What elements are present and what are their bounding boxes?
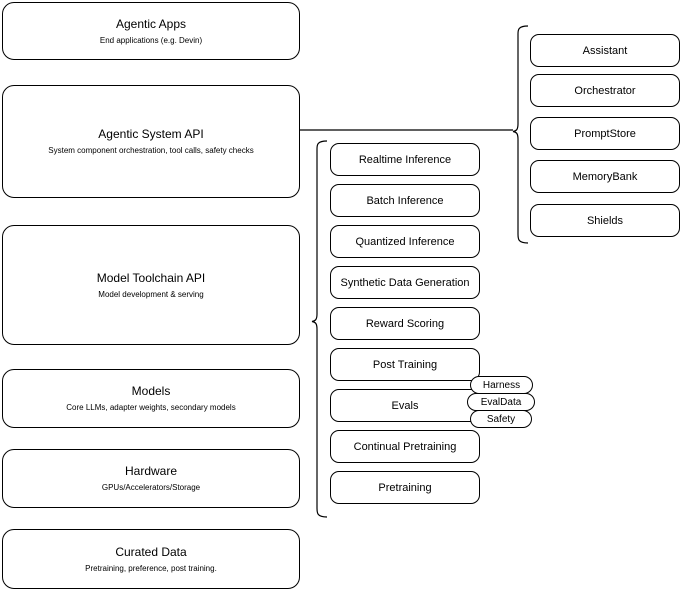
capability-box-synthetic-data-generation[interactable]: Synthetic Data Generation [330, 266, 480, 299]
eval-pill-safety[interactable]: Safety [470, 410, 532, 428]
layer-title: Agentic System API [98, 127, 204, 141]
brace-toolchain-capabilities [311, 140, 328, 518]
layer-subtitle: Pretraining, preference, post training. [85, 563, 217, 573]
capability-label: Quantized Inference [355, 235, 455, 248]
eval-pill-evaldata[interactable]: EvalData [467, 393, 535, 411]
layer-box-curated-data[interactable]: Curated Data Pretraining, preference, po… [2, 529, 300, 589]
component-label: MemoryBank [572, 170, 638, 183]
layer-title: Hardware [124, 464, 178, 478]
layer-title: Models [131, 384, 171, 398]
capability-box-pretraining[interactable]: Pretraining [330, 471, 480, 504]
component-label: PromptStore [574, 127, 636, 140]
capability-label: Continual Pretraining [353, 440, 457, 453]
capability-label: Reward Scoring [365, 317, 445, 330]
capability-label: Pretraining [378, 481, 432, 494]
layer-box-agentic-system-api[interactable]: Agentic System API System component orch… [2, 85, 300, 198]
layer-box-hardware[interactable]: Hardware GPUs/Accelerators/Storage [2, 449, 300, 508]
capability-box-reward-scoring[interactable]: Reward Scoring [330, 307, 480, 340]
layer-subtitle: System component orchestration, tool cal… [48, 146, 254, 155]
capability-box-realtime-inference[interactable]: Realtime Inference [330, 143, 480, 176]
eval-pill-label: Safety [486, 413, 516, 425]
layer-subtitle: GPUs/Accelerators/Storage [101, 483, 201, 492]
capability-box-batch-inference[interactable]: Batch Inference [330, 184, 480, 217]
layer-box-model-toolchain-api[interactable]: Model Toolchain API Model development & … [2, 225, 300, 345]
component-box-assistant[interactable]: Assistant [530, 34, 680, 67]
capability-label: Realtime Inference [358, 153, 452, 166]
layer-title: Model Toolchain API [96, 270, 206, 285]
component-box-promptstore[interactable]: PromptStore [530, 117, 680, 150]
component-label: Shields [586, 214, 624, 227]
capability-label: Synthetic Data Generation [340, 276, 470, 289]
capability-box-continual-pretraining[interactable]: Continual Pretraining [330, 430, 480, 463]
brace-system-components [512, 25, 529, 244]
capability-box-evals[interactable]: Evals [330, 389, 480, 422]
component-box-orchestrator[interactable]: Orchestrator [530, 74, 680, 107]
layer-subtitle: Model development & serving [98, 289, 204, 299]
eval-pill-label: Harness [482, 379, 521, 391]
component-label: Orchestrator [574, 84, 636, 97]
capability-box-post-training[interactable]: Post Training [330, 348, 480, 381]
component-box-shields[interactable]: Shields [530, 204, 680, 237]
eval-pill-harness[interactable]: Harness [470, 376, 533, 394]
capability-label: Batch Inference [366, 194, 444, 207]
component-label: Assistant [582, 44, 628, 57]
component-box-memorybank[interactable]: MemoryBank [530, 160, 680, 193]
capability-label: Evals [391, 399, 419, 412]
layer-subtitle: Core LLMs, adapter weights, secondary mo… [66, 403, 236, 412]
capability-label: Post Training [372, 358, 438, 371]
layer-box-agentic-apps[interactable]: Agentic Apps End applications (e.g. Devi… [2, 2, 300, 60]
layer-subtitle: End applications (e.g. Devin) [99, 35, 203, 45]
layer-title: Curated Data [115, 544, 187, 559]
capability-box-quantized-inference[interactable]: Quantized Inference [330, 225, 480, 258]
layer-box-models[interactable]: Models Core LLMs, adapter weights, secon… [2, 369, 300, 428]
layer-title: Agentic Apps [115, 16, 187, 31]
eval-pill-label: EvalData [480, 396, 522, 408]
